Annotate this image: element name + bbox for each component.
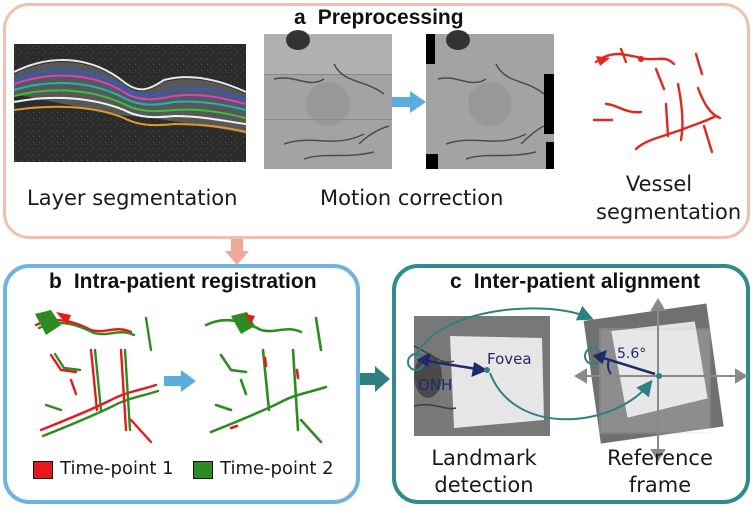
legend-swatch-time-point-2 [193, 461, 213, 479]
legend-label-time-point-1: Time-point 1 [60, 458, 174, 479]
onh-label: ONH [418, 376, 453, 394]
vessel-overlay-before-registration [34, 310, 160, 444]
registration-arrow [164, 370, 196, 392]
rotation-angle-label: 5.6° [617, 346, 647, 362]
panel-b-heading: b Intra-patient registration [49, 270, 317, 294]
vessel-caption-line1: Vessel [625, 172, 693, 196]
panel-a-heading: a Preprocessing [294, 6, 464, 30]
reference-caption-line1: Reference [607, 446, 713, 470]
landmark-caption-line1: Landmark [431, 446, 537, 470]
landmark-annotation-overlay [407, 305, 662, 421]
panel-a-title: Preprocessing [317, 6, 464, 29]
preprocessing-to-registration-arrow [225, 239, 249, 265]
en-face-image-raw [264, 30, 392, 169]
vessel-overlay-after-registration [204, 312, 328, 444]
vessel-segmentation-image [592, 47, 722, 154]
landmark-caption-line2: detection [434, 473, 534, 497]
legend-label-time-point-2: Time-point 2 [220, 458, 334, 479]
panel-c-title: Inter-patient alignment [473, 270, 701, 293]
landmark-detection-image [413, 316, 550, 436]
layer-segmentation-caption: Layer segmentation [27, 186, 238, 210]
vessel-caption-line2: segmentation [596, 200, 742, 224]
panel-a-letter: a [294, 6, 306, 29]
reference-caption-line2: frame [628, 473, 692, 497]
panel-b-letter: b [49, 270, 62, 293]
motion-correction-caption: Motion correction [320, 186, 504, 210]
fovea-label: Fovea [487, 350, 532, 368]
panel-c-letter: c [450, 270, 462, 293]
legend-swatch-time-point-1 [33, 461, 53, 479]
oct-layer-segmentation-image [13, 44, 247, 162]
motion-correction-arrow [392, 91, 426, 113]
panel-c-heading: c Inter-patient alignment [450, 270, 700, 294]
panel-b-title: Intra-patient registration [73, 270, 317, 293]
registration-to-alignment-arrow [360, 366, 390, 392]
en-face-image-corrected [426, 30, 554, 169]
